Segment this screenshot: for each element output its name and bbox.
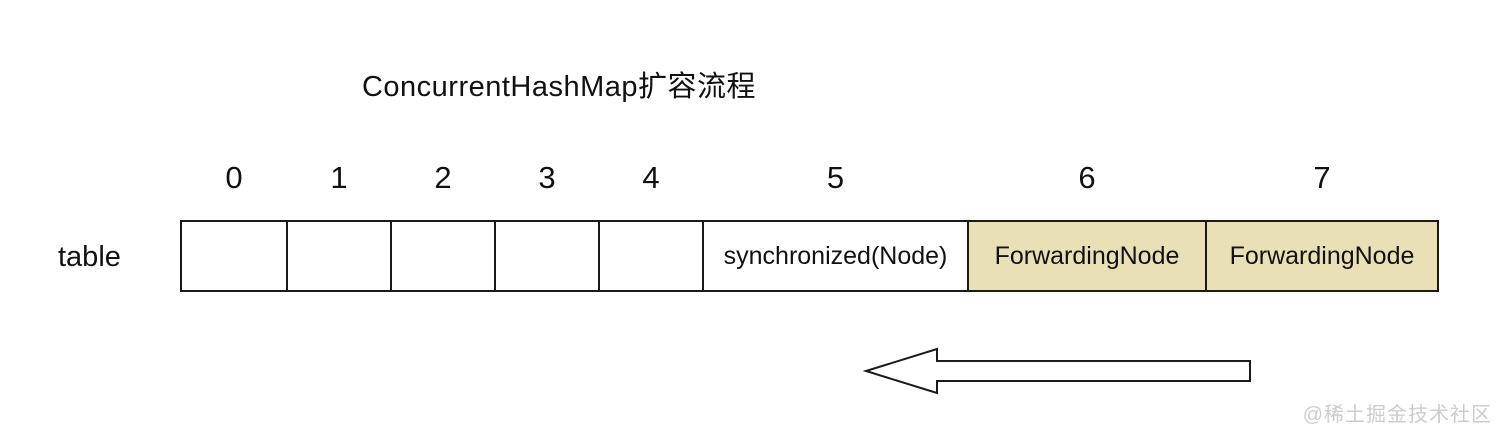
left-arrow-icon (862, 347, 1251, 395)
table-cell-4: 4 (598, 160, 702, 290)
cell-index-label: 7 (1313, 160, 1331, 195)
table-cell-5: 5 synchronized(Node) (702, 160, 967, 290)
cell-index-label: 4 (642, 160, 660, 195)
cell-text: ForwardingNode (1229, 241, 1415, 270)
cell-index-label: 6 (1078, 160, 1096, 195)
table-cell-3: 3 (494, 160, 598, 290)
cell-index-label: 0 (225, 160, 243, 195)
table-cell-1: 1 (286, 160, 390, 290)
cell-text: ForwardingNode (994, 241, 1180, 270)
watermark: @稀土掘金技术社区 (1302, 404, 1492, 426)
cell-index-label: 5 (826, 160, 845, 195)
cell-index-label: 3 (538, 160, 556, 195)
diagram-title: ConcurrentHashMap扩容流程 (361, 71, 757, 103)
table-row-label: table (58, 241, 121, 273)
cell-text: synchronized(Node) (723, 241, 948, 270)
cell-index-label: 2 (434, 160, 452, 195)
table-cell-2: 2 (390, 160, 494, 290)
table-cell-0: 0 (182, 160, 286, 290)
cell-index-label: 1 (330, 160, 348, 195)
